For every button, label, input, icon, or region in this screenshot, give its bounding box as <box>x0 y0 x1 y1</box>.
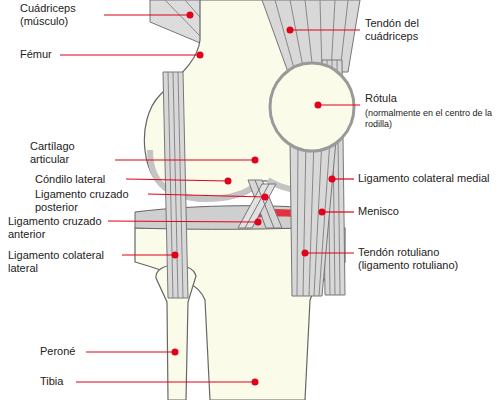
part-label: (normalmente en el centro de la rodilla) <box>365 108 493 130</box>
patellar-tendon <box>290 140 336 296</box>
part-label: Cuádriceps (músculo) <box>20 2 100 28</box>
patella-bone <box>270 63 354 151</box>
part-label: Cartílago articular <box>30 140 110 166</box>
part-label: Tendón rotuliano (ligamento rotuliano) <box>358 246 488 272</box>
part-label: Ligamento cruzado anterior <box>8 215 108 241</box>
part-label: Peroné <box>40 345 100 358</box>
part-label: Menisco <box>358 205 458 218</box>
cruciate-ligaments <box>238 180 282 228</box>
part-label: Rótula <box>365 92 445 105</box>
part-label: Tibia <box>40 375 100 388</box>
part-label: Tendón del cuádriceps <box>365 17 445 43</box>
quadriceps-tendon <box>262 0 360 72</box>
part-label: Ligamento colateral medial <box>358 172 493 185</box>
part-label: Fémur <box>20 48 80 61</box>
part-label: Ligamento colateral lateral <box>8 249 120 275</box>
leader-dots <box>172 12 336 386</box>
part-label: Cóndilo lateral <box>35 173 127 186</box>
part-label: Ligamento cruzado posterior <box>35 188 143 214</box>
lateral-collateral-ligament <box>163 72 188 298</box>
